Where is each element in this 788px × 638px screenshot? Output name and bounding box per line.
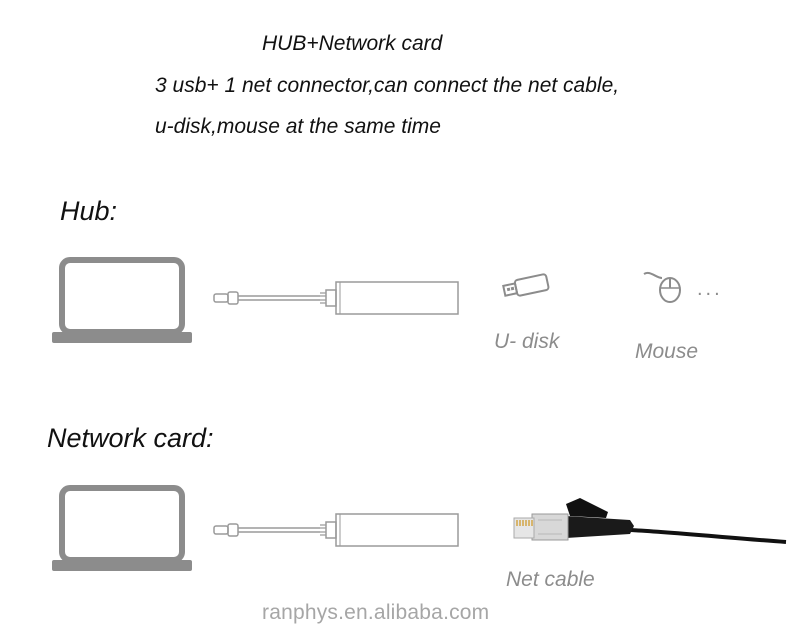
mouse-label: Mouse	[635, 340, 699, 363]
laptop-icon	[52, 485, 192, 571]
usb-disk-icon	[502, 273, 550, 297]
network-card-heading: Network card:	[47, 423, 214, 453]
description-line-1: 3 usb+ 1 net connector,can connect the n…	[155, 74, 620, 97]
laptop-icon	[52, 257, 192, 343]
hub-adapter-icon	[213, 281, 459, 315]
page-title: HUB+Network card	[262, 32, 443, 55]
udisk-label: U- disk	[494, 330, 560, 353]
network-adapter-icon	[213, 513, 459, 547]
mouse-icon	[643, 271, 681, 303]
description-line-2: u-disk,mouse at the same time	[155, 115, 441, 138]
hub-heading: Hub:	[60, 196, 118, 226]
more-devices-ellipsis: ...	[697, 278, 723, 300]
ethernet-cable-icon	[513, 498, 787, 544]
watermark-text: ranphys.en.alibaba.com	[262, 601, 490, 624]
net-cable-label: Net cable	[506, 568, 595, 591]
